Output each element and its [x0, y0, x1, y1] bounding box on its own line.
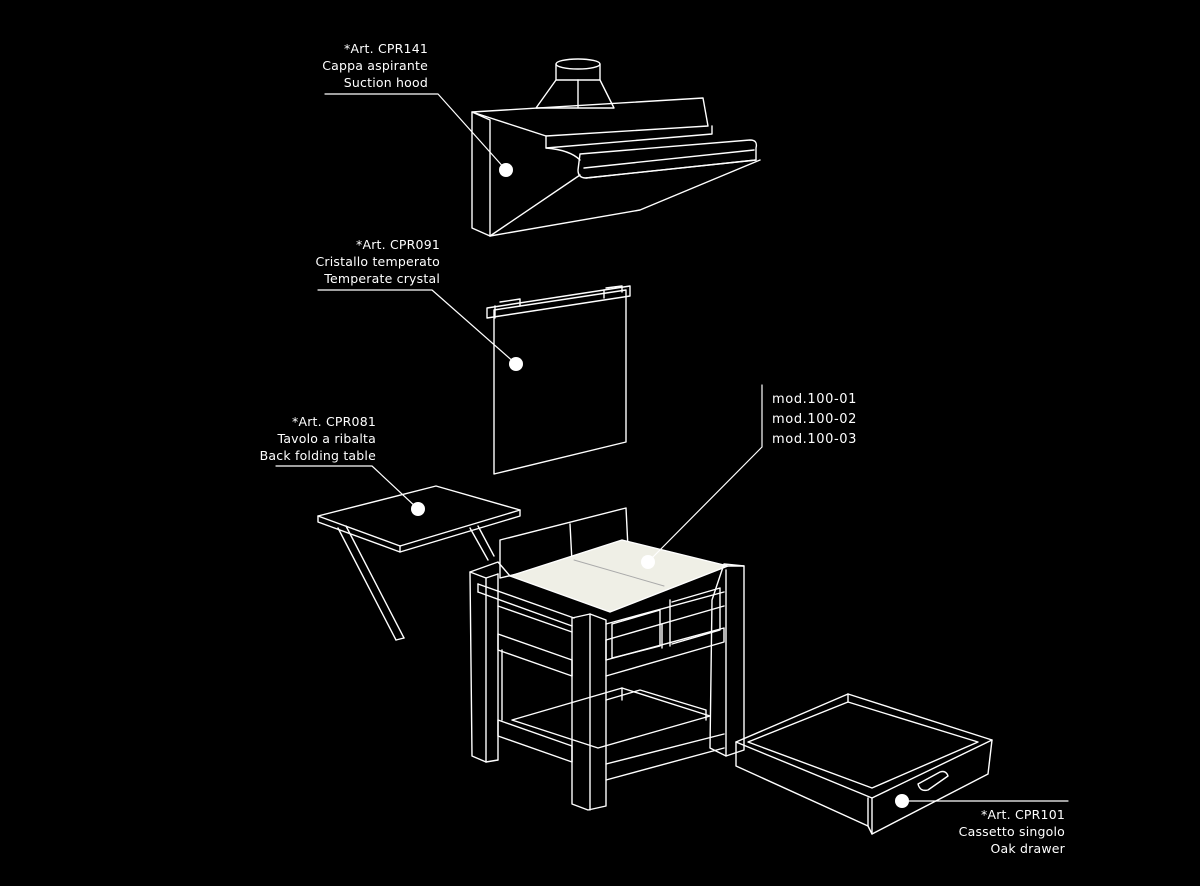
crystal-leader [317, 289, 517, 365]
hood-callout-dot [499, 163, 513, 177]
model-leader [647, 384, 763, 563]
table-name-it: Tavolo a ribalta [277, 431, 376, 446]
hood-code: *Art. CPR141 [344, 41, 428, 56]
model-code-2: mod.100-02 [772, 412, 858, 427]
hood-leader [324, 93, 507, 171]
oak-drawer-drawing [735, 693, 993, 835]
model-label: mod.100-01 mod.100-02 mod.100-03 [772, 390, 972, 450]
hood-name-it: Cappa aspirante [322, 58, 428, 73]
table-leader [275, 465, 419, 510]
tempered-crystal-drawing [486, 285, 631, 475]
folding-table-drawing [317, 485, 521, 641]
hood-name-en: Suction hood [343, 75, 428, 90]
crystal-name-en: Temperate crystal [324, 271, 440, 286]
drawer-name-en: Oak drawer [990, 841, 1065, 856]
hood-label: *Art. CPR141 Cappa aspirante Suction hoo… [232, 40, 428, 91]
table-callout-dot [411, 502, 425, 516]
crystal-label: *Art. CPR091 Cristallo temperato Tempera… [244, 236, 440, 287]
drawer-callout-dot [895, 794, 909, 808]
callout-dots [411, 163, 909, 808]
model-callout-dot [641, 555, 655, 569]
table-label: *Art. CPR081 Tavolo a ribalta Back foldi… [180, 413, 376, 464]
callout-leaders [275, 93, 1069, 802]
drawer-label: *Art. CPR101 Cassetto singolo Oak drawer [872, 806, 1065, 857]
model-code-3: mod.100-03 [772, 432, 858, 447]
drawer-name-it: Cassetto singolo [958, 824, 1065, 839]
crystal-name-it: Cristallo temperato [315, 254, 440, 269]
table-name-en: Back folding table [259, 448, 376, 463]
crystal-code: *Art. CPR091 [356, 237, 440, 252]
suction-hood-drawing [471, 58, 761, 237]
table-code: *Art. CPR081 [292, 414, 376, 429]
model-code-1: mod.100-01 [772, 392, 858, 407]
drawer-code: *Art. CPR101 [981, 807, 1065, 822]
cabinet-drawing [469, 507, 745, 811]
crystal-callout-dot [509, 357, 523, 371]
